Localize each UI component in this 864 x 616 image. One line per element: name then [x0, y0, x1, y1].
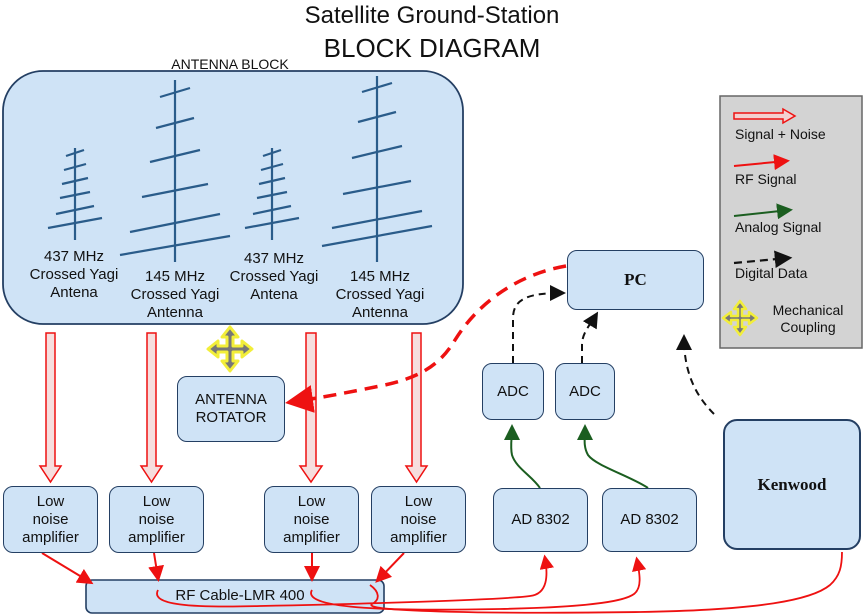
rf-signal-lna-to-cable: [41, 552, 405, 585]
yagi-antenna-145-2-icon: [321, 76, 433, 262]
kenwood-radio-box: Kenwood: [723, 419, 861, 550]
antenna-label-145-2: 145 MHz Crossed Yagi Antenna: [335, 268, 425, 321]
lna-box-4: Low noise amplifier: [371, 486, 466, 553]
legend-rf-signal-icon: [733, 154, 790, 171]
yagi-antenna-437-2-icon: [244, 148, 300, 240]
pc-box: PC: [567, 250, 704, 310]
antenna-block-label: ANTENNA BLOCK: [171, 56, 289, 72]
yagi-antenna-437-1-icon: [47, 148, 103, 240]
ad8302-box-1: AD 8302: [493, 488, 588, 552]
legend-mechanical-coupling-icon: [721, 299, 759, 337]
mechanical-coupling-icon: [206, 325, 254, 373]
legend-label-mechanical-coupling: Mechanical Coupling: [772, 302, 844, 335]
antenna-rotator-box: ANTENNA ROTATOR: [177, 376, 285, 442]
signal-noise-arrow-4: [404, 332, 429, 484]
antenna-label-437-1: 437 MHz Crossed Yagi Antena: [29, 248, 119, 301]
ad8302-box-2: AD 8302: [602, 488, 697, 552]
signal-noise-arrow-2: [139, 332, 164, 484]
antenna-label-145-1: 145 MHz Crossed Yagi Antenna: [130, 268, 220, 321]
analog-signal-ad8302-to-adc: [503, 424, 649, 489]
legend-signal-noise-icon: [733, 107, 797, 125]
antenna-block: [2, 70, 464, 325]
lna-box-1: Low noise amplifier: [3, 486, 98, 553]
legend-label-digital-data: Digital Data: [735, 265, 808, 281]
lna-box-3: Low noise amplifier: [264, 486, 359, 553]
antenna-label-437-2: 437 MHz Crossed Yagi Antena: [229, 250, 319, 303]
diagram-title-line2: BLOCK DIAGRAM: [323, 33, 541, 63]
legend-digital-data-icon: [733, 250, 793, 268]
adc-box-1: ADC: [482, 363, 544, 420]
diagram-title-line1: Satellite Ground-Station: [304, 2, 560, 29]
control-link-pc-to-rotator: [285, 264, 567, 413]
adc-box-2: ADC: [555, 363, 615, 420]
legend-analog-signal-icon: [733, 203, 793, 220]
yagi-antenna-145-1-icon: [119, 80, 231, 262]
digital-data-arrows: [512, 285, 715, 415]
legend-label-signal-noise: Signal + Noise: [735, 126, 826, 142]
rf-cable-label: RF Cable-LMR 400: [175, 587, 305, 604]
signal-noise-arrow-1: [38, 332, 63, 484]
legend-label-rf-signal: RF Signal: [735, 171, 797, 187]
signal-noise-arrow-3: [298, 332, 324, 484]
lna-box-2: Low noise amplifier: [109, 486, 204, 553]
legend-label-analog-signal: Analog Signal: [735, 219, 822, 235]
rf-signal-cable-outputs: [156, 551, 843, 614]
